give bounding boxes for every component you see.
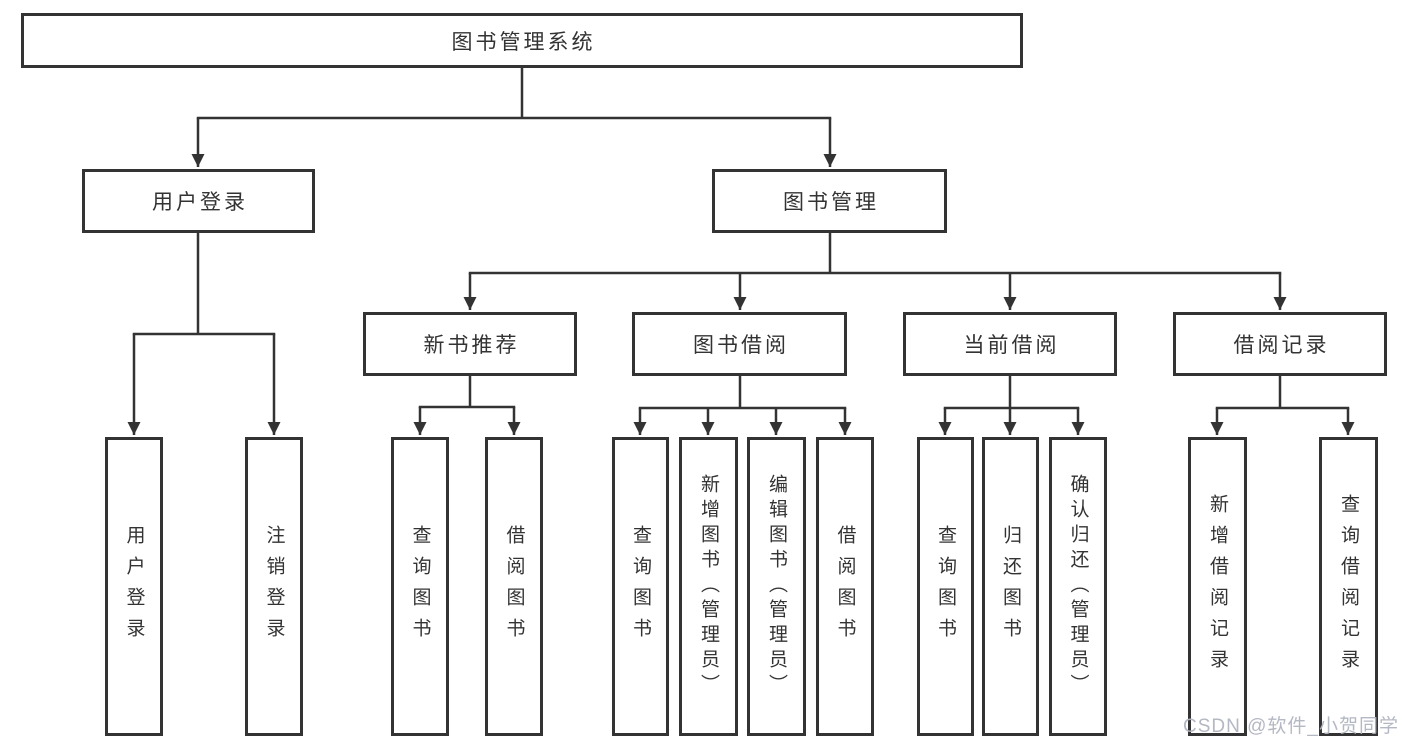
node-label: 当前借阅 [963,334,1060,357]
node-leaf-add-borrow-record: 新增借阅记录 [1188,437,1247,736]
csdn-watermark: CSDN @软件_小贺同学 [1183,716,1399,737]
node-leaf-logout: 注销登录 [245,437,303,736]
node-leaf-confirm-return-admin: 确认归还（管理员） [1049,437,1107,736]
node-leaf-borrow-books-recommend: 借阅图书 [485,437,543,736]
node-leaf-user-login: 用户登录 [105,437,163,736]
node-label: 借阅图书 [834,524,856,649]
node-book-borrowing: 图书借阅 [632,312,847,376]
node-label: 借阅记录 [1233,334,1330,357]
node-label: 查询图书 [630,524,651,649]
node-label: 归还图书 [1000,524,1021,649]
node-current-borrowing: 当前借阅 [903,312,1117,376]
node-leaf-query-borrow-record: 查询借阅记录 [1319,437,1378,736]
node-label: 编辑图书（管理员） [766,474,787,699]
node-library-management-system: 图书管理系统 [21,13,1023,68]
node-label: 借阅图书 [503,524,525,649]
node-label: 用户登录 [152,191,248,214]
node-leaf-edit-books-admin: 编辑图书（管理员） [747,437,806,736]
node-user-login: 用户登录 [82,169,315,233]
node-label: 查询借阅记录 [1338,493,1359,680]
node-label: 图书管理系统 [451,30,596,54]
node-label: 查询图书 [935,524,956,649]
node-leaf-query-books-borrow: 查询图书 [612,437,669,736]
node-label: 注销登录 [263,524,285,649]
node-label: 用户登录 [123,524,145,649]
node-leaf-add-books-admin: 新增图书（管理员） [679,437,738,736]
node-label: 新增图书（管理员） [698,474,719,699]
node-leaf-query-books-current: 查询图书 [917,437,974,736]
node-leaf-return-books: 归还图书 [982,437,1039,736]
node-label: 确认归还（管理员） [1067,474,1089,699]
node-new-book-recommend: 新书推荐 [363,312,577,376]
node-label: 图书管理 [783,191,879,214]
node-label: 查询图书 [409,524,431,649]
node-leaf-query-books-recommend: 查询图书 [391,437,449,736]
node-leaf-borrow-books: 借阅图书 [816,437,874,736]
node-label: 新增借阅记录 [1207,493,1228,680]
node-book-management: 图书管理 [712,169,947,233]
node-label: 新书推荐 [423,334,520,357]
node-borrowing-records: 借阅记录 [1173,312,1387,376]
node-label: 图书借阅 [693,334,789,357]
